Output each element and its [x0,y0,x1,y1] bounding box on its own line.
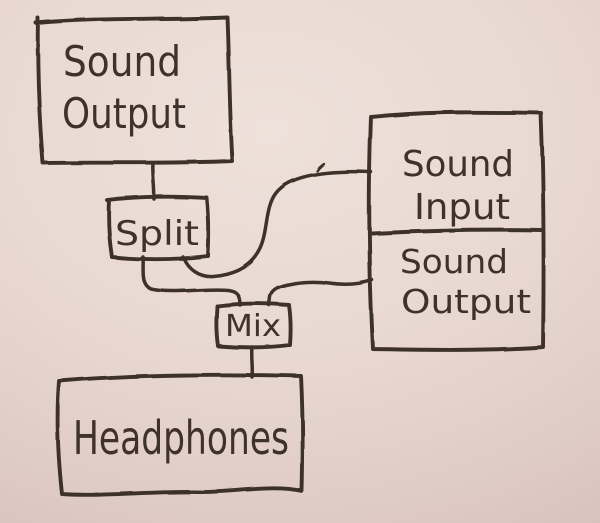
io-device-box [367,110,546,352]
sound-output-box [34,15,234,165]
sound-output-node-labels: Sound Output [62,37,186,138]
headphones-box [55,372,305,497]
sound-output-label-line1: Sound [63,37,181,86]
mix-label: Mix [225,309,281,344]
io-device-input-labels: Sound Input [402,144,514,228]
io-device-output-labels: Sound Output [400,242,531,321]
sound-output2-label-line2: Output [401,282,531,321]
headphones-node-label: Headphones [73,411,289,465]
edge-split-to-mix [141,255,242,307]
io-device-divider [370,227,544,235]
split-label: Split [115,214,199,254]
pen-tick-artifact [315,162,326,173]
headphones-label: Headphones [73,411,289,465]
sound-input-label-line1: Sound [402,144,514,185]
edge-sound-output2-to-mix [267,278,374,307]
edges [141,161,374,379]
sound-output2-label-line1: Sound [400,242,508,281]
edge-split-to-sound-input [181,169,373,278]
edge-sound-output-to-split [151,161,156,201]
mix-box [214,301,293,350]
sound-input-label-line2: Input [414,187,510,228]
split-box [105,194,211,262]
sound-output-label-line2: Output [62,89,186,138]
edge-mix-to-headphones [249,345,255,379]
mix-node-label: Mix [225,309,281,344]
split-node-label: Split [115,214,199,254]
